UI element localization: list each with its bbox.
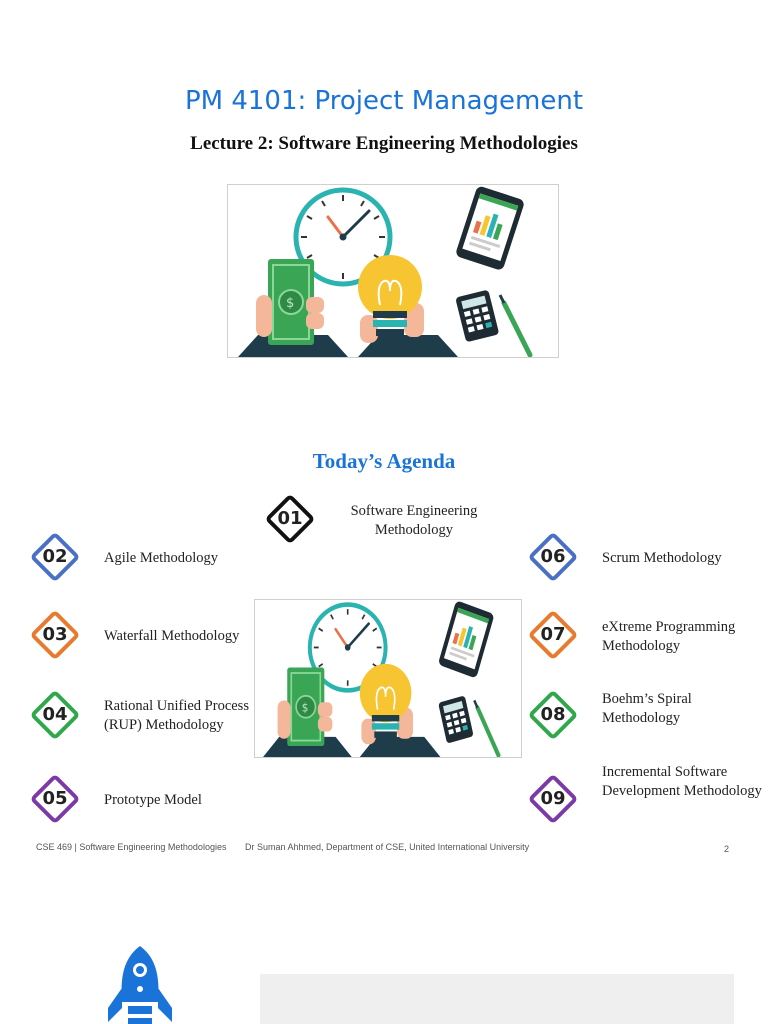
content-panel	[260, 974, 734, 1024]
rocket-icon	[108, 946, 172, 1024]
agenda-label-07: eXtreme Programming Methodology	[602, 619, 736, 654]
title-illustration	[227, 184, 559, 358]
footer-course: CSE 469 | Software Engineering Methodolo…	[36, 842, 227, 852]
agenda-label-06: Scrum Methodology	[602, 550, 722, 566]
slide-title: PM 4101: Project Management	[184, 86, 584, 116]
agenda-label-03: Waterfall Methodology	[104, 628, 240, 644]
agenda-badge-07: 07	[524, 606, 582, 664]
agenda-badge-03: 03	[26, 606, 84, 664]
slide-subtitle: Lecture 2: Software Engineering Methodol…	[190, 133, 578, 154]
agenda-badge-04: 04	[26, 686, 84, 744]
agenda-badge-08: 08	[524, 686, 582, 744]
agenda-badge-06: 06	[524, 528, 582, 586]
agenda-label-08: Boehm’s Spiral Methodology	[602, 691, 692, 726]
agenda-badge-09: 09	[524, 770, 582, 828]
agenda-badge-05: 05	[26, 770, 84, 828]
footer-author: Dr Suman Ahhmed, Department of CSE, Unit…	[245, 842, 530, 852]
agenda-label-01: Software Engineering Methodology	[350, 503, 478, 538]
agenda-label-05: Prototype Model	[104, 792, 202, 808]
footer-page-number: 2	[724, 844, 730, 854]
agenda-label-09: Incremental Software Development Methodo…	[602, 764, 762, 799]
agenda-illustration	[254, 599, 522, 758]
agenda-badge-02: 02	[26, 528, 84, 586]
agenda-label-02: Agile Methodology	[104, 550, 218, 566]
agenda-title: Today’s Agenda	[312, 449, 456, 473]
agenda-badge-01: 01	[261, 490, 319, 548]
agenda-label-04: Rational Unified Process (RUP) Methodolo…	[104, 698, 249, 733]
